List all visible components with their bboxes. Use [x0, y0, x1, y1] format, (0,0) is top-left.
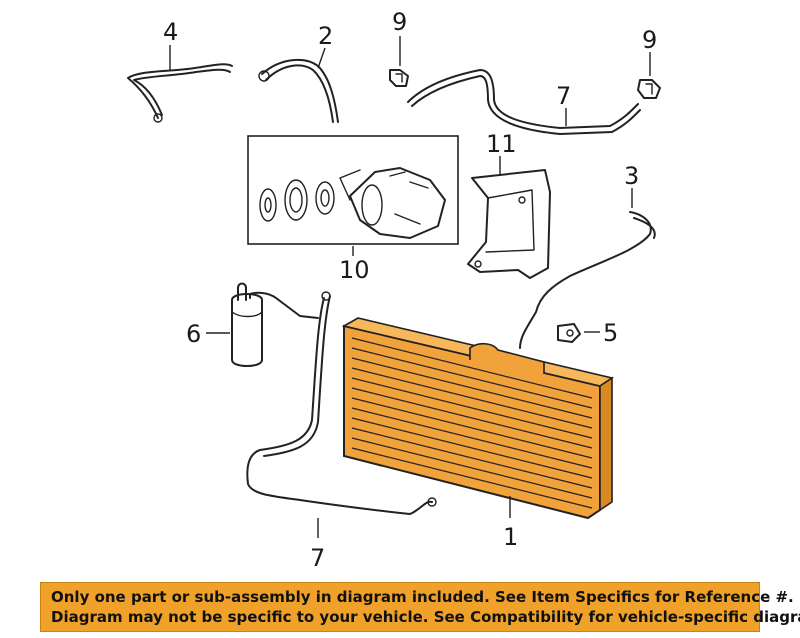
part-6-drier [231, 282, 319, 367]
part-8-line [407, 69, 641, 135]
callout-9-left: 9 [392, 8, 407, 36]
part-2-hose [258, 58, 339, 123]
leader-2 [317, 47, 326, 69]
callout-6: 6 [186, 320, 201, 348]
part-10-compressor-assembly [247, 135, 459, 245]
callout-7: 7 [310, 544, 325, 572]
callout-5: 5 [603, 319, 618, 347]
part-11-bracket [467, 169, 551, 279]
callout-9-right: 9 [642, 26, 657, 54]
callout-1: 1 [503, 523, 518, 551]
disclaimer-line-2: Diagram may not be specific to your vehi… [51, 608, 800, 626]
part-4-hose [127, 63, 233, 123]
part-1-condenser [341, 317, 614, 520]
callout-2: 2 [318, 22, 333, 50]
callout-8: 7 [556, 82, 571, 110]
disclaimer-banner: Only one part or sub-assembly in diagram… [40, 582, 800, 632]
part-9-clip-left [389, 69, 409, 87]
callout-11: 11 [486, 130, 517, 158]
parts-diagram: 4 2 9 9 7 10 [127, 8, 661, 572]
part-5-fitting [557, 323, 581, 343]
disclaimer-line-1: Only one part or sub-assembly in diagram… [51, 588, 794, 606]
part-7-line [246, 291, 437, 515]
callout-10: 10 [339, 256, 370, 284]
callout-3: 3 [624, 162, 639, 190]
part-3-line [519, 211, 656, 349]
part-9-clip-right [637, 79, 661, 99]
callout-4: 4 [163, 18, 178, 46]
